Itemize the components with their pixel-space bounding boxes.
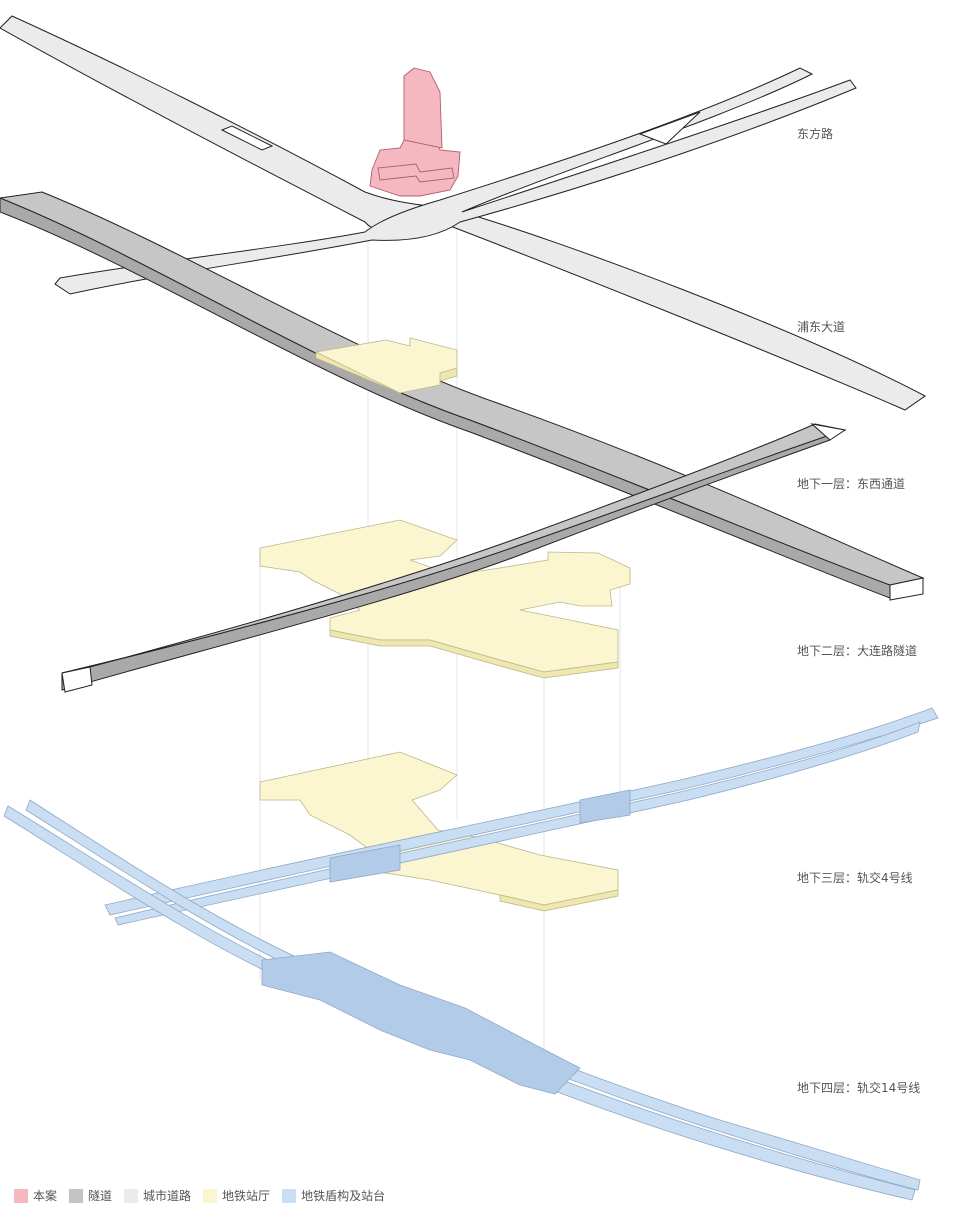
east-west-tunnel (0, 191, 925, 601)
dalian-road-tunnel (61, 423, 847, 693)
legend-label: 地铁盾构及站台 (301, 1189, 386, 1203)
city-road-layer (0, 15, 926, 411)
legend-item-station-hall: 地铁站厅 (203, 1187, 270, 1204)
layer-label-dongfang-road: 东方路 (797, 126, 833, 141)
b2-station-hall (259, 519, 631, 679)
legend-label: 本案 (33, 1189, 58, 1203)
legend-label: 隧道 (88, 1189, 113, 1203)
legend-item-city-road: 城市道路 (124, 1187, 191, 1204)
legend-swatch (124, 1188, 139, 1203)
legend-swatch (282, 1188, 297, 1203)
legend-swatch (14, 1188, 28, 1203)
legend-swatch (203, 1188, 218, 1203)
layer-label-pudong-avenue: 浦东大道 (797, 320, 845, 334)
layer-label-b2: 地下二层：大连路隧道 (797, 643, 917, 658)
legend-label: 城市道路 (143, 1189, 192, 1203)
layer-label-b4: 地下四层：轨交14号线 (797, 1080, 920, 1095)
legend-label: 地铁站厅 (222, 1189, 271, 1203)
legend-swatch (69, 1188, 84, 1203)
project-tower (369, 67, 461, 197)
line-14-tunnel (3, 799, 921, 1201)
line-4-tunnel (104, 707, 939, 926)
legend: 本案 隧道 城市道路 地铁站厅 地铁盾构及站台 (14, 1187, 385, 1204)
legend-item-tunnel: 隧道 (69, 1187, 112, 1204)
legend-item-shield-platform: 地铁盾构及站台 (282, 1187, 385, 1204)
layer-label-b1: 地下一层：东西通道 (797, 477, 905, 491)
legend-item-project: 本案 (14, 1187, 57, 1204)
b1-station-hall (314, 337, 458, 394)
layer-label-b3: 地下三层：轨交4号线 (797, 870, 913, 885)
b3-station-hall (259, 751, 619, 912)
